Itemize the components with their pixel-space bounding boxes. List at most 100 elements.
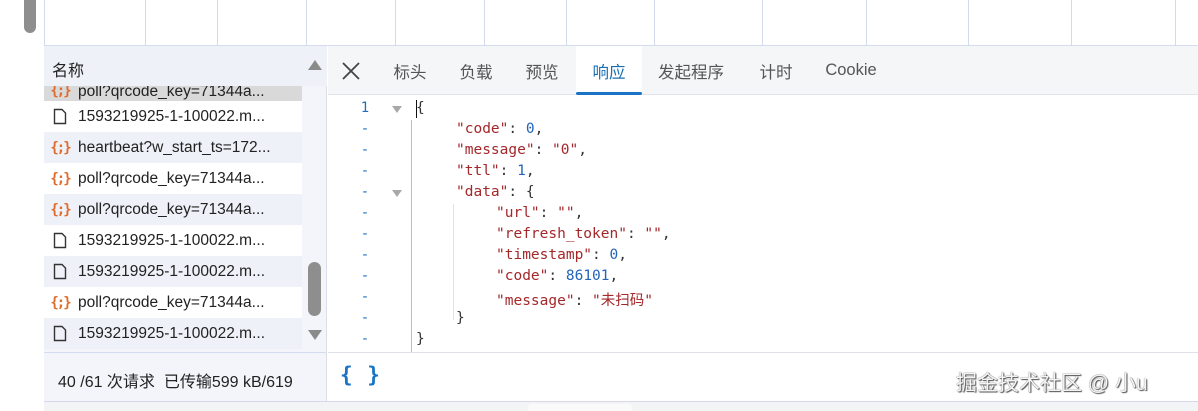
response-footer: { } 掘金技术社区 @ 小u	[328, 352, 1198, 401]
json-value: 86101	[565, 268, 610, 284]
tab-response[interactable]: 响应	[576, 46, 642, 95]
code-line: - "url": "",	[328, 205, 1198, 226]
watermark: 掘金技术社区 @ 小u	[956, 372, 1148, 395]
grid-line	[217, 0, 218, 46]
grid-line	[306, 0, 307, 46]
scrollbar-thumb[interactable]	[308, 262, 321, 316]
grid-line	[866, 0, 867, 46]
line-number: -	[360, 268, 370, 284]
fold-arrow-icon[interactable]	[392, 190, 402, 197]
status-summary: 40 /61 次请求 已传输599 kB/619	[58, 368, 293, 392]
request-row[interactable]: {;} poll?qrcode_key=71344a...	[44, 86, 302, 101]
line-number: -	[360, 331, 370, 347]
request-list: {;} poll?qrcode_key=71344a... 1593219925…	[44, 86, 302, 349]
json-fetch-icon: {;}	[50, 201, 71, 218]
json-fetch-icon: {;}	[50, 86, 71, 99]
code-text: {	[416, 100, 425, 116]
code-line: - "timestamp": 0,	[328, 247, 1198, 268]
network-status-bar: 40 /61 次请求 已传输599 kB/619	[44, 352, 327, 401]
pretty-print-button[interactable]: { }	[340, 363, 381, 387]
grid-line	[44, 0, 45, 46]
code-line: - }	[328, 331, 1198, 352]
grid-line	[145, 0, 146, 46]
fold-arrow-icon[interactable]	[392, 106, 402, 113]
request-row[interactable]: {;} poll?qrcode_key=71344a...	[44, 287, 302, 318]
request-detail-panel: 标头 负载 预览 响应 发起程序 计时 Cookie 1 { - "code":…	[328, 46, 1198, 352]
code-line: - "message": "未扫码"	[328, 289, 1198, 310]
line-number: -	[360, 121, 370, 137]
json-value: 0	[525, 121, 535, 137]
line-number: -	[360, 163, 370, 179]
tab-label: 负载	[459, 63, 493, 82]
tab-payload[interactable]: 负载	[446, 46, 506, 95]
outer-scrollbar-thumb[interactable]	[24, 0, 36, 33]
document-icon	[50, 107, 70, 127]
request-row[interactable]: {;} poll?qrcode_key=71344a...	[44, 194, 302, 225]
code-line: - "code": 0,	[328, 121, 1198, 142]
grid-line	[484, 0, 485, 46]
document-icon	[50, 324, 70, 344]
request-row[interactable]: {;} heartbeat?w_start_ts=172...	[44, 132, 302, 163]
document-icon	[50, 262, 70, 282]
request-name: poll?qrcode_key=71344a...	[78, 293, 265, 311]
tab-label: Cookie	[825, 61, 877, 79]
tab-initiator[interactable]: 发起程序	[648, 46, 734, 95]
left-gutter	[0, 0, 42, 411]
scroll-down-arrow-icon[interactable]	[308, 330, 322, 340]
request-row[interactable]: 1593219925-1-100022.m...	[44, 318, 302, 349]
tab-timing[interactable]: 计时	[746, 46, 806, 95]
document-icon	[50, 231, 70, 251]
code-text: }	[416, 331, 425, 347]
text-cursor	[416, 100, 417, 118]
json-fetch-icon: {;}	[50, 294, 71, 311]
json-fetch-icon: {;}	[50, 170, 71, 187]
json-value: 0	[609, 247, 619, 263]
json-value: 1	[517, 163, 526, 179]
code-line: - "code": 86101,	[328, 268, 1198, 289]
request-name: heartbeat?w_start_ts=172...	[78, 138, 271, 156]
grid-line	[968, 0, 969, 46]
request-row[interactable]: {;} poll?qrcode_key=71344a...	[44, 163, 302, 194]
scroll-up-arrow-icon[interactable]	[308, 60, 322, 70]
request-name: 1593219925-1-100022.m...	[78, 262, 266, 280]
tab-label: 计时	[759, 63, 793, 82]
tab-label: 响应	[592, 63, 626, 82]
json-fetch-icon: {;}	[50, 139, 71, 156]
grid-line	[395, 0, 396, 46]
line-number: 1	[360, 100, 370, 116]
request-name: poll?qrcode_key=71344a...	[78, 169, 265, 187]
indent-guide	[411, 120, 412, 352]
code-line: - "message": "0",	[328, 142, 1198, 163]
request-row[interactable]: 1593219925-1-100022.m...	[44, 225, 302, 256]
line-number: -	[360, 142, 370, 158]
request-row[interactable]: 1593219925-1-100022.m...	[44, 256, 302, 287]
tab-label: 预览	[525, 63, 559, 82]
grid-line	[654, 0, 655, 46]
request-name: 1593219925-1-100022.m...	[78, 231, 266, 249]
code-line: - "data": {	[328, 184, 1198, 205]
tab-preview[interactable]: 预览	[512, 46, 572, 95]
request-row[interactable]: 1593219925-1-100022.m...	[44, 101, 302, 132]
code-line: - }	[328, 310, 1198, 331]
request-list-scrollbar[interactable]	[304, 46, 326, 352]
grid-line	[1175, 0, 1176, 46]
response-body[interactable]: 1 { - "code": 0, - "message": "0", - "tt…	[328, 96, 1198, 352]
grid-line	[1071, 0, 1072, 46]
json-value: 未扫码	[600, 293, 645, 309]
tab-headers[interactable]: 标头	[380, 46, 440, 95]
name-column-header[interactable]: 名称	[44, 46, 327, 86]
drawer-handle[interactable]	[528, 404, 632, 411]
code-line: 1 {	[328, 100, 1198, 121]
detail-tabbar: 标头 负载 预览 响应 发起程序 计时 Cookie	[328, 46, 1198, 95]
request-name-panel: 名称 {;} poll?qrcode_key=71344a... 1593219…	[44, 46, 327, 352]
close-icon[interactable]	[340, 60, 362, 82]
tab-label: 标头	[393, 63, 427, 82]
request-name: 1593219925-1-100022.m...	[78, 107, 266, 125]
tab-cookies[interactable]: Cookie	[816, 46, 886, 95]
request-name: 1593219925-1-100022.m...	[78, 324, 266, 342]
line-number: -	[360, 184, 370, 200]
tab-label: 发起程序	[658, 63, 724, 82]
line-number: -	[360, 247, 370, 263]
code-line: - "ttl": 1,	[328, 163, 1198, 184]
